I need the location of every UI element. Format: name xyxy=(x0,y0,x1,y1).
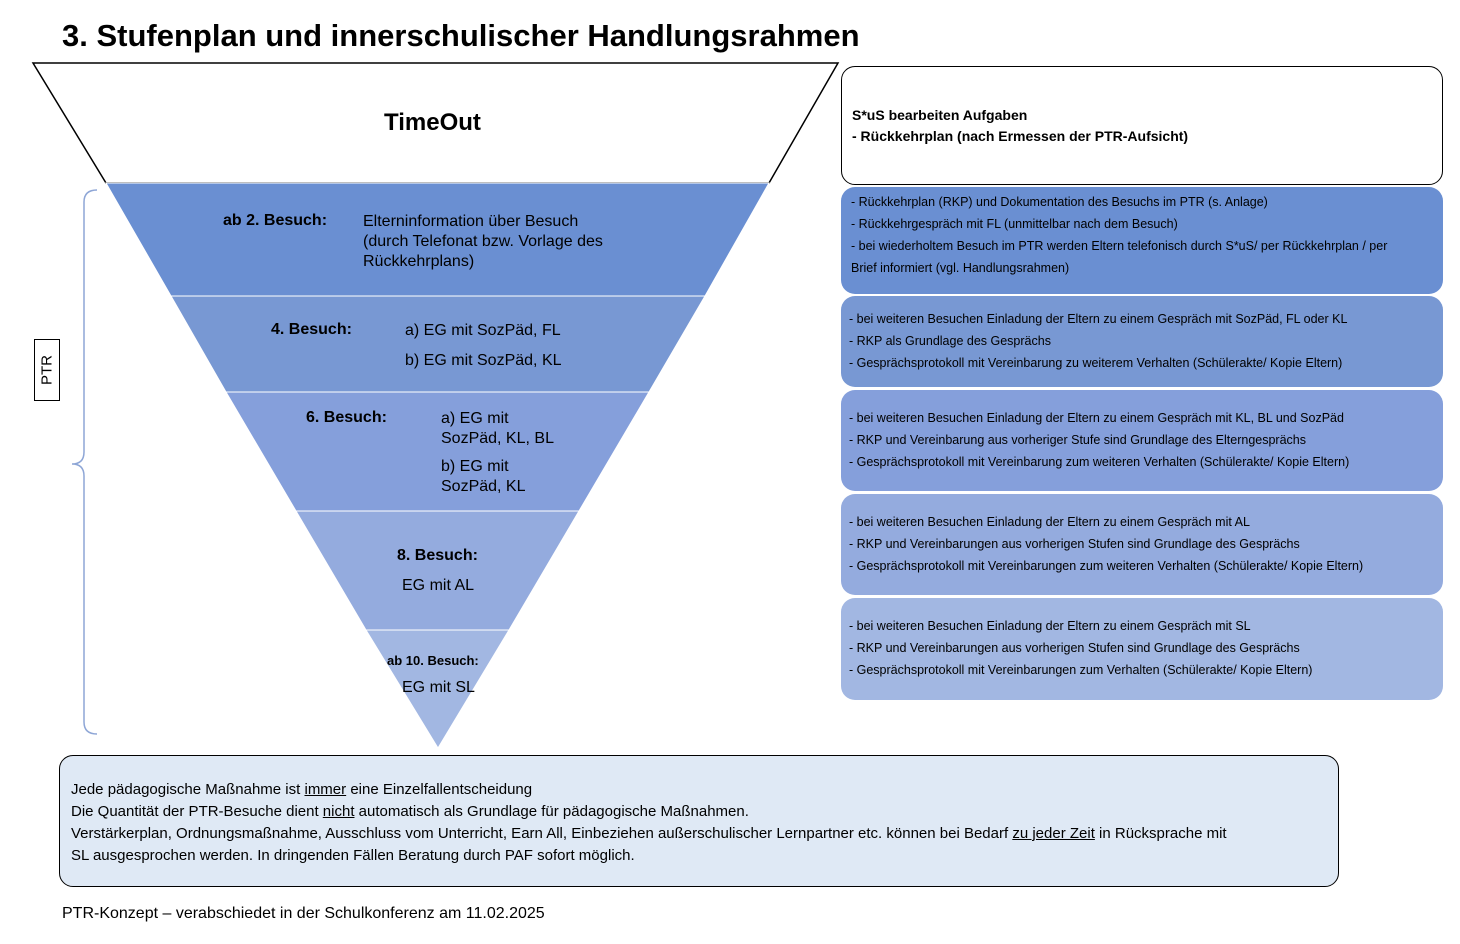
note-line-3: Verstärkerplan, Ordnungsmaßnahme, Aussch… xyxy=(71,825,1227,842)
level2-option-a: a) EG mit SozPäd, FL xyxy=(405,322,561,339)
funnel-level-5 xyxy=(365,629,510,749)
level1-text: Elterninformation über Besuch (durch Tel… xyxy=(363,213,603,270)
level2-option-b: b) EG mit SozPäd, KL xyxy=(405,352,562,369)
funnel-top-label: TimeOut xyxy=(384,109,481,136)
funnel-level-4 xyxy=(295,510,580,631)
note-line-2: Die Quantität der PTR-Besuche dient nich… xyxy=(71,803,749,820)
level3-heading: 6. Besuch: xyxy=(306,409,387,426)
level2-info-box: - bei weiteren Besuchen Einladung der El… xyxy=(841,296,1443,387)
page-title: 3. Stufenplan und innerschulischer Handl… xyxy=(62,18,860,53)
ptr-side-label: PTR xyxy=(34,339,60,401)
level4-heading: 8. Besuch: xyxy=(397,547,478,564)
level3-info-box: - bei weiteren Besuchen Einladung der El… xyxy=(841,390,1443,491)
footer-text: PTR-Konzept – verabschiedet in der Schul… xyxy=(62,905,545,922)
funnel-level-2 xyxy=(170,295,706,393)
level2-heading: 4. Besuch: xyxy=(271,321,352,338)
note-box: Jede pädagogische Maßnahme ist immer ein… xyxy=(59,755,1339,887)
level3-option-b: b) EG mit SozPäd, KL xyxy=(441,458,526,495)
level3-option-a: a) EG mit SozPäd, KL, BL xyxy=(441,410,554,447)
level5-heading: ab 10. Besuch: xyxy=(387,653,479,668)
funnel-level-3 xyxy=(225,391,650,512)
note-line-4: SL ausgesprochen werden. In dringenden F… xyxy=(71,847,635,864)
level4-info-box: - bei weiteren Besuchen Einladung der El… xyxy=(841,494,1443,595)
level4-text: EG mit AL xyxy=(402,577,475,594)
level5-text: EG mit SL xyxy=(402,679,475,696)
timeout-info-box: S*uS bearbeiten Aufgaben - Rückkehrplan … xyxy=(841,66,1443,185)
note-line-1: Jede pädagogische Maßnahme ist immer ein… xyxy=(71,781,533,798)
level1-heading: ab 2. Besuch: xyxy=(223,212,328,229)
ptr-curly-brace xyxy=(71,189,98,735)
level1-info-box: - Rückkehrplan (RKP) und Dokumentation d… xyxy=(841,187,1443,294)
level5-info-box: - bei weiteren Besuchen Einladung der El… xyxy=(841,598,1443,700)
